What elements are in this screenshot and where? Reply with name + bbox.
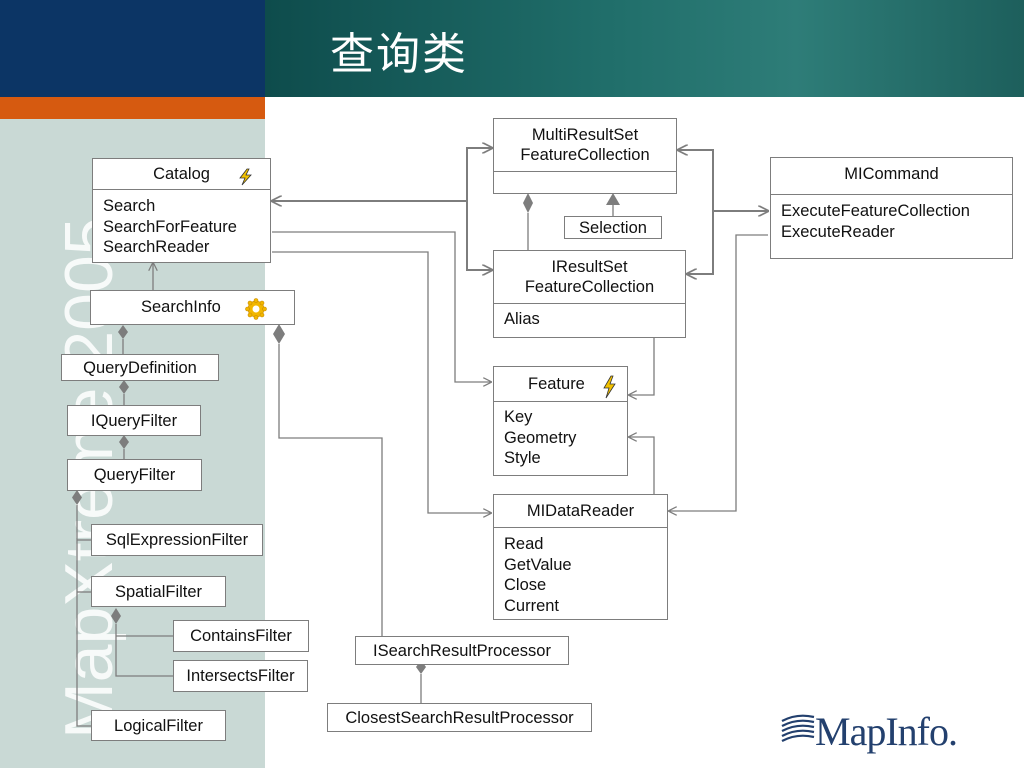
header-photo-band bbox=[265, 0, 1024, 97]
mapinfo-logo-icon bbox=[781, 714, 815, 742]
catalog-op: SearchForFeature bbox=[103, 217, 237, 236]
gear-icon bbox=[245, 298, 267, 320]
queryfilter-class: QueryFilter bbox=[67, 459, 202, 491]
spatialfilter-tree bbox=[115, 624, 173, 677]
feature-class-name: Feature bbox=[494, 367, 627, 402]
header-navy-band bbox=[0, 0, 265, 97]
closestsearchresultprocessor-class: ClosestSearchResultProcessor bbox=[327, 703, 592, 732]
multiresultset-featurecollection-class: MultiResultSet FeatureCollection bbox=[493, 118, 677, 194]
class-name-line: IResultSet bbox=[551, 258, 628, 276]
mapinfo-logo-text: MapInfo. bbox=[815, 709, 958, 754]
midatareader-op: Read bbox=[504, 535, 544, 553]
logicalfilter-class: LogicalFilter bbox=[91, 710, 226, 741]
catalog-class-name: Catalog bbox=[93, 159, 270, 190]
queryfilter-tree-spine bbox=[76, 505, 92, 727]
querydefinition-class: QueryDefinition bbox=[61, 354, 219, 381]
searchinfo-processor-aggregation bbox=[278, 344, 383, 636]
feature-op: Geometry bbox=[504, 428, 577, 447]
midatareader-op: GetValue bbox=[504, 555, 572, 574]
micommand-class: MICommand ExecuteFeatureCollection Execu… bbox=[770, 157, 1013, 259]
feature-op: Key bbox=[504, 408, 533, 426]
datareader-to-feature-connector bbox=[629, 437, 655, 494]
lightning-bolt-icon bbox=[236, 168, 256, 186]
class-name-line: FeatureCollection bbox=[524, 278, 655, 296]
executereader-to-datareader-connector bbox=[669, 234, 768, 511]
midatareader-class: MIDataReader Read GetValue Close Current bbox=[493, 494, 668, 620]
iresult-op: Alias bbox=[504, 310, 540, 328]
micommand-multiresult-connector bbox=[678, 150, 714, 211]
selection-class: Selection bbox=[564, 216, 662, 239]
catalog-op: SearchReader bbox=[103, 238, 210, 256]
micommand-op: ExecuteFeatureCollection bbox=[781, 202, 970, 220]
slide-title: 查询类 bbox=[330, 29, 468, 80]
isearchresultprocessor-class: ISearchResultProcessor bbox=[355, 636, 569, 665]
micommand-op: ExecuteReader bbox=[781, 222, 895, 241]
micommand-iresult-connector bbox=[687, 211, 714, 274]
sqlexpressionfilter-class: SqlExpressionFilter bbox=[91, 524, 263, 556]
intersectsfilter-class: IntersectsFilter bbox=[173, 660, 308, 692]
searchreader-to-datareader-connector bbox=[272, 251, 491, 513]
class-name-line: MultiResultSet bbox=[531, 126, 639, 144]
midatareader-class-name: MIDataReader bbox=[494, 495, 667, 528]
spatialfilter-class: SpatialFilter bbox=[91, 576, 226, 607]
micommand-class-name: MICommand bbox=[771, 158, 1012, 195]
feature-op: Style bbox=[504, 449, 541, 467]
iresult-to-feature-connector bbox=[629, 338, 655, 395]
midatareader-op: Current bbox=[504, 596, 560, 615]
searchforfeature-to-feature-connector bbox=[272, 231, 491, 382]
midatareader-op: Close bbox=[504, 576, 547, 594]
catalog-multiresult-connector bbox=[466, 148, 492, 201]
containsfilter-class: ContainsFilter bbox=[173, 620, 309, 652]
searchinfo-class: SearchInfo bbox=[90, 290, 295, 325]
lightning-bolt-icon bbox=[599, 374, 619, 400]
iqueryfilter-class: IQueryFilter bbox=[67, 405, 201, 436]
iresultset-featurecollection-class: IResultSet FeatureCollection Alias bbox=[493, 250, 686, 338]
catalog-op: Search bbox=[103, 197, 156, 215]
class-name-line: FeatureCollection bbox=[520, 146, 650, 164]
catalog-iresult-connector bbox=[466, 201, 492, 270]
header-orange-accent bbox=[0, 97, 265, 119]
